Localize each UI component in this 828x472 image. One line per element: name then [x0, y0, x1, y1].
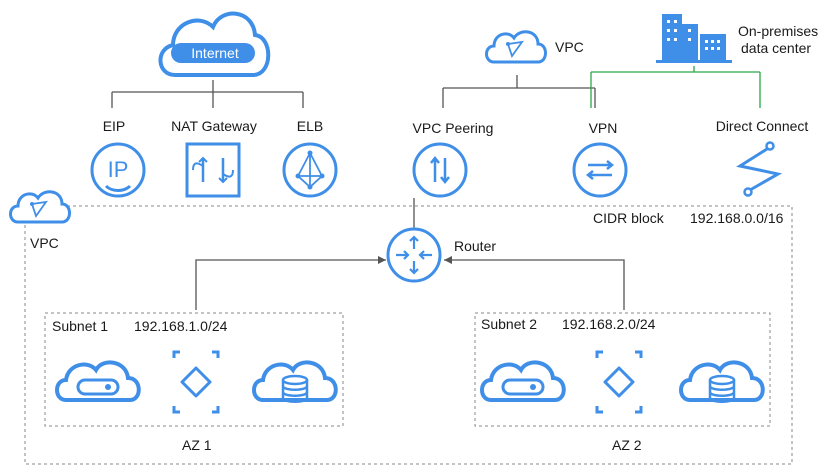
vpc-box-cloud-icon — [9, 190, 71, 224]
vpc-peering-icon — [412, 142, 468, 198]
vpc-top-label: VPC — [555, 39, 584, 55]
connection-lines — [111, 66, 761, 310]
az1-label: AZ 1 — [182, 437, 212, 453]
onprem-label-line1: On-premises — [738, 23, 818, 39]
onprem-label-line2: data center — [741, 40, 811, 56]
subnet1-database-icon — [252, 360, 338, 404]
vpc-top-cloud-icon — [485, 30, 547, 64]
subnet1-cidr: 192.168.1.0/24 — [134, 318, 228, 334]
eip-icon: IP — [90, 142, 146, 198]
elb-label: ELB — [297, 118, 323, 134]
nat-gateway-icon — [185, 142, 241, 198]
subnet2-cidr: 192.168.2.0/24 — [562, 316, 656, 332]
svg-text:IP: IP — [108, 157, 129, 182]
router-icon — [386, 227, 442, 283]
cidr-block-label: CIDR block — [593, 210, 665, 226]
dc-label: Direct Connect — [716, 118, 809, 134]
cidr-block-value: 192.168.0.0/16 — [690, 210, 784, 226]
subnet2-database-icon — [679, 360, 765, 404]
subnet1-boundary — [44, 312, 344, 427]
subnet1-name: Subnet 1 — [52, 318, 108, 334]
subnet1-server-icon — [55, 360, 141, 402]
az2-label: AZ 2 — [612, 437, 642, 453]
internet-label: Internet — [191, 45, 239, 61]
direct-connect-icon — [736, 141, 783, 197]
peering-label: VPC Peering — [413, 120, 494, 136]
vpn-icon — [572, 142, 628, 198]
nat-label: NAT Gateway — [171, 118, 257, 134]
vpc-box-label: VPC — [30, 235, 59, 251]
building-icon — [656, 14, 732, 63]
elb-icon — [282, 142, 338, 198]
subnet2-lb-icon — [595, 350, 643, 414]
subnet2-name: Subnet 2 — [481, 316, 537, 332]
vpc-boundary — [24, 205, 793, 465]
subnet2-server-icon — [480, 360, 566, 402]
vpn-label: VPN — [589, 120, 618, 136]
router-label: Router — [454, 238, 496, 254]
subnet1-lb-icon — [172, 350, 220, 414]
internet-cloud-icon — [158, 11, 271, 77]
eip-label: EIP — [103, 118, 126, 134]
